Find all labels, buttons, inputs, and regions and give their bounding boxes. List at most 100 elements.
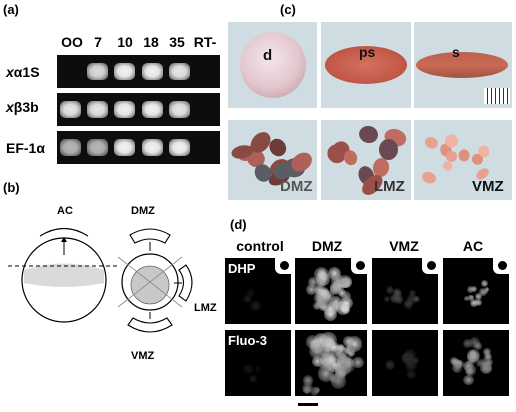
- ac-arrowhead: [61, 237, 67, 242]
- fluorescent-cell: [464, 295, 470, 301]
- gel-row-label: xα1S: [6, 64, 40, 80]
- photo-label: s: [452, 44, 460, 60]
- lane-header: 7: [94, 34, 102, 50]
- column-header-ac: AC: [462, 238, 484, 254]
- panel-a-label: (a): [3, 2, 19, 17]
- lmz-piece: [178, 264, 193, 302]
- gel-strip-xb3b: [57, 93, 220, 126]
- fluorescence-image-vmz-fluo3: [372, 330, 438, 396]
- fluorescent-cell: [471, 285, 477, 292]
- gel-band: [168, 101, 190, 118]
- panel-b-label: (b): [3, 180, 20, 195]
- explant: [342, 148, 360, 168]
- embryo: [416, 52, 508, 78]
- gel-band: [141, 63, 163, 80]
- lane-header: RT-: [193, 34, 217, 50]
- gel-band: [60, 139, 82, 156]
- panel-d-label: (d): [230, 217, 247, 232]
- embryo-photo-d: d: [228, 22, 317, 108]
- gel-band: [141, 101, 163, 118]
- fluorescent-cell: [394, 295, 404, 304]
- row-label-dhp: DHP: [228, 261, 256, 276]
- fluorescence-image-ac-fluo3: [443, 330, 509, 396]
- yolk-mass: [130, 265, 170, 305]
- explant-photo-vmz: VMZ: [414, 120, 512, 200]
- fluorescence-image-dmz-fluo3: [295, 330, 367, 396]
- vmz-piece: [127, 317, 173, 333]
- gel-band: [87, 139, 109, 156]
- fluorescent-cell: [409, 289, 416, 297]
- embryo: [325, 46, 407, 84]
- embryo-photo-ps: ps: [321, 22, 411, 108]
- fluorescent-cell: [403, 299, 414, 309]
- fluorescent-cell: [302, 382, 313, 394]
- fluorescent-cell: [469, 298, 478, 307]
- explant: [357, 124, 381, 146]
- fluorescent-cell: [463, 338, 473, 349]
- fluorescence-image-control-dhp: DHP: [225, 258, 291, 324]
- fluorescent-cell: [329, 283, 341, 295]
- fluorescent-cell: [242, 294, 252, 304]
- inset: [422, 258, 438, 274]
- fluorescent-cell: [474, 342, 482, 350]
- fluorescent-cell: [451, 363, 462, 374]
- fluorescent-cell: [330, 296, 343, 309]
- fluorescent-cell: [393, 289, 402, 298]
- inset: [351, 258, 367, 274]
- explant: [422, 134, 440, 151]
- scale-ruler: [484, 88, 510, 104]
- fluorescent-cell: [463, 374, 474, 386]
- fluorescent-cell: [347, 345, 357, 355]
- lane-header: 18: [143, 34, 159, 50]
- fluorescence-image-control-fluo3: Fluo-3: [225, 330, 291, 396]
- fluorescence-image-vmz-dhp: [372, 258, 438, 324]
- photo-label: LMZ: [374, 178, 405, 195]
- fluorescent-cell: [466, 348, 480, 362]
- fluorescent-cell: [320, 331, 337, 349]
- fluorescent-cell: [467, 285, 475, 293]
- row-label-fluo3: Fluo-3: [228, 333, 267, 348]
- fluorescent-cell: [413, 295, 420, 303]
- fluorescent-cell: [312, 387, 318, 393]
- gel-band: [168, 63, 190, 80]
- region-label-dmz: DMZ: [131, 205, 155, 217]
- fluorescent-cell: [385, 359, 396, 370]
- fluorescent-cell: [248, 374, 257, 383]
- gel-band: [168, 139, 190, 156]
- gel-strip-ef1a: [57, 131, 220, 164]
- fluorescent-cell: [352, 356, 364, 369]
- region-label-vmz: VMZ: [131, 350, 155, 362]
- fluorescent-cell: [309, 342, 326, 360]
- fluorescent-cell: [474, 292, 483, 301]
- column-header-control: control: [236, 238, 284, 254]
- fluorescent-cell: [481, 362, 493, 374]
- cut-line: [117, 256, 183, 308]
- gel-row-label: EF-1α: [6, 140, 45, 156]
- fluorescent-cell: [481, 280, 489, 288]
- region-label-ac: AC: [57, 205, 73, 217]
- explant-photo-dmz: DMZ: [228, 120, 317, 200]
- gel-band: [87, 101, 109, 118]
- fluorescence-image-ac-dhp: [443, 258, 509, 324]
- explant-photo-lmz: LMZ: [321, 120, 411, 200]
- fluorescent-cell: [482, 347, 491, 356]
- lane-header: OO: [61, 34, 83, 50]
- fluorescent-cell: [307, 276, 319, 288]
- fluorescent-cell: [303, 375, 314, 386]
- fluorescent-cell: [469, 337, 480, 348]
- fluorescent-cell: [401, 352, 413, 364]
- fluorescent-cell: [306, 284, 317, 295]
- fluorescent-cell: [483, 352, 493, 362]
- fluorescent-cell: [246, 288, 255, 298]
- animal-cap-arc: [39, 227, 89, 237]
- gel-band: [114, 63, 136, 80]
- column-header-dmz: DMZ: [311, 238, 343, 254]
- marginal-zone-shading: [24, 263, 104, 287]
- dmz-piece: [129, 228, 171, 244]
- fluorescent-cell: [318, 298, 328, 308]
- fluorescent-cell: [340, 305, 350, 314]
- gel-band: [60, 101, 82, 118]
- fluorescent-cell: [312, 355, 324, 368]
- fluorescent-cell: [343, 356, 355, 368]
- fluorescent-cell: [467, 295, 473, 301]
